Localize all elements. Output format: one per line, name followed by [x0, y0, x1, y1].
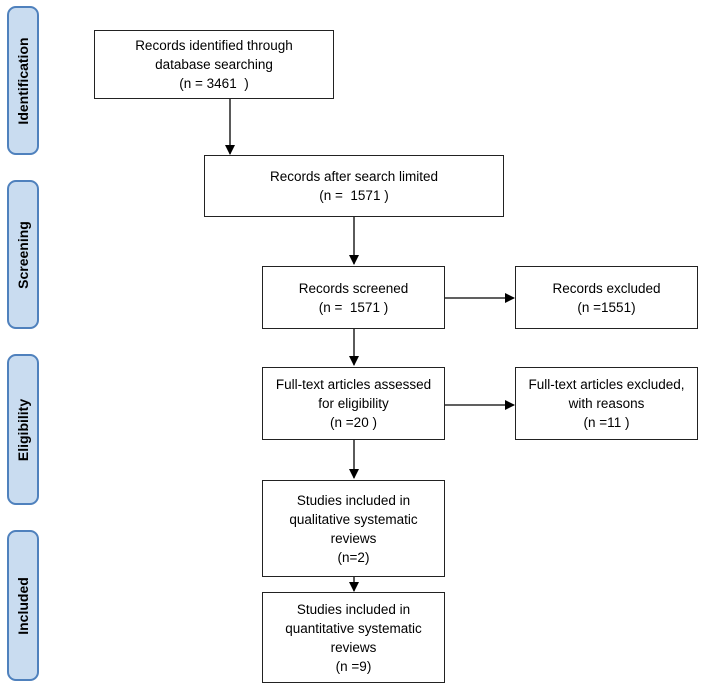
box-records-excluded: Records excluded (n =1551) — [515, 266, 698, 329]
box-studies-quantitative: Studies included in quantitative systema… — [262, 592, 445, 683]
stage-eligibility: Eligibility — [7, 354, 39, 505]
box-line: (n =11 ) — [583, 415, 630, 430]
box-line: (n = 1571 ) — [318, 299, 389, 315]
box-line: Records screened — [298, 280, 409, 296]
box-line: Records identified through — [135, 38, 293, 53]
box-fulltext-assessed: Full-text articles assessed for eligibil… — [262, 367, 445, 440]
box-line: database searching — [155, 57, 273, 72]
box-line: (n=2) — [337, 549, 370, 565]
box-line: reviews — [330, 530, 377, 546]
stage-identification: Identification — [7, 6, 39, 155]
box-line: qualitative systematic — [289, 511, 418, 527]
stage-screening: Screening — [7, 180, 39, 329]
box-line: for eligibility — [318, 396, 389, 411]
box-line: Full-text articles assessed — [275, 377, 432, 392]
box-line: Studies included in — [296, 601, 411, 617]
box-studies-qualitative: Studies included in qualitative systemat… — [262, 480, 445, 577]
box-records-search-limited: Records after search limited (n = 1571 ) — [204, 155, 504, 217]
box-records-screened: Records screened (n = 1571 ) — [262, 266, 445, 329]
box-fulltext-excluded: Full-text articles excluded, with reason… — [515, 367, 698, 440]
box-line: with reasons — [568, 396, 645, 411]
box-line: (n =9) — [335, 658, 372, 674]
box-line: (n = 3461 ) — [179, 76, 249, 91]
box-line: reviews — [330, 639, 377, 655]
box-line: Records after search limited — [269, 169, 439, 184]
box-line: (n =20 ) — [330, 415, 377, 430]
box-line: quantitative systematic — [285, 620, 422, 636]
stage-included: Included — [7, 530, 39, 681]
box-line: Studies included in — [296, 492, 411, 508]
box-line: Full-text articles excluded, — [528, 377, 685, 392]
box-records-identified: Records identified through database sear… — [94, 30, 334, 99]
box-line: (n = 1571 ) — [319, 188, 389, 203]
box-line: Records excluded — [552, 280, 661, 296]
box-line: (n =1551) — [577, 299, 636, 315]
